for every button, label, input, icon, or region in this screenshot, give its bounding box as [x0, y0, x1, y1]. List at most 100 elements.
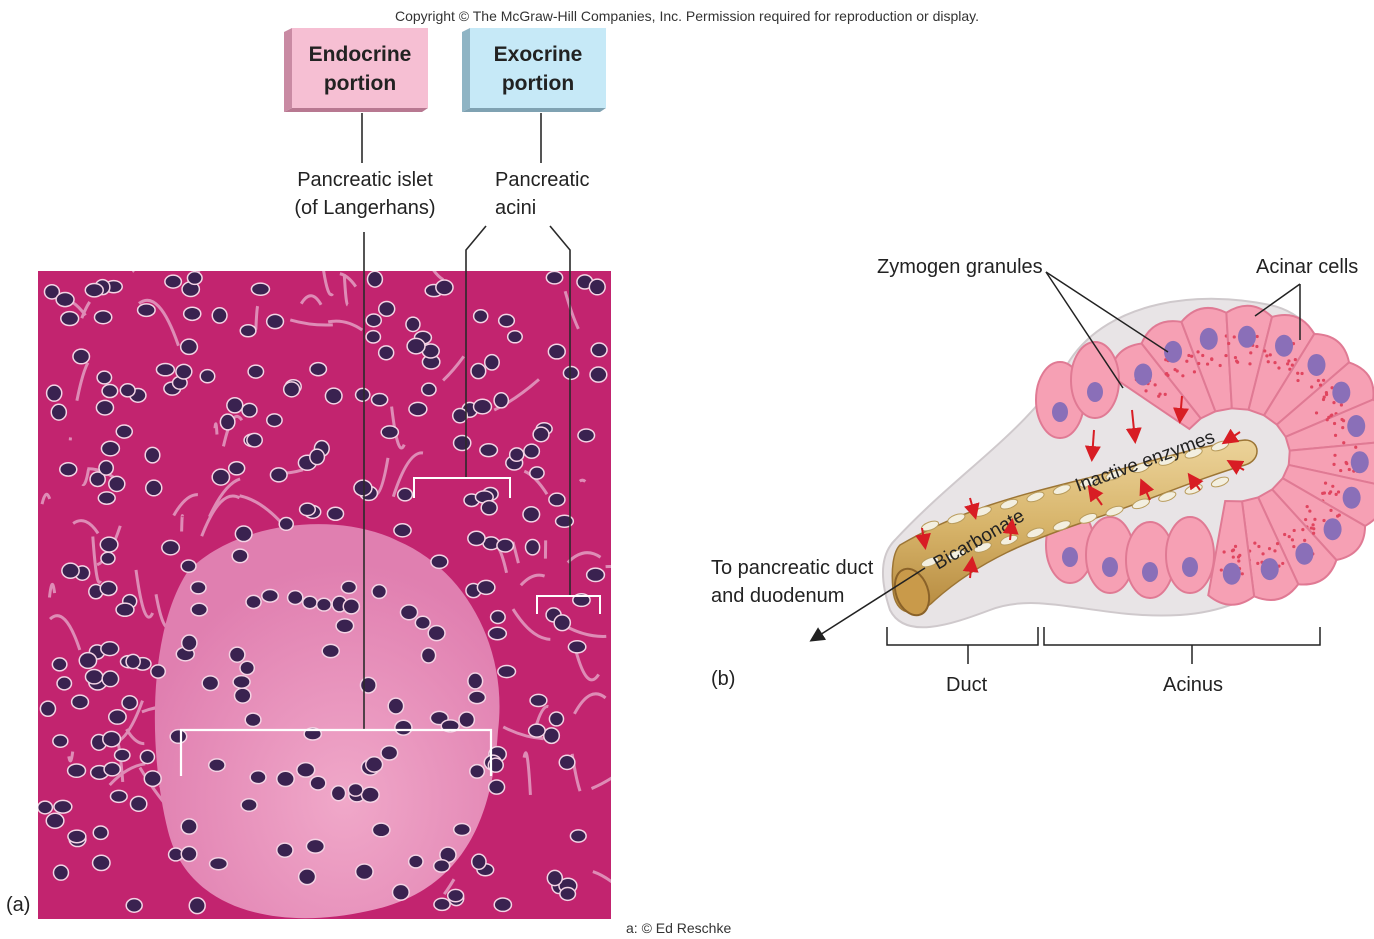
- acinar-nucleus: [1087, 382, 1103, 402]
- acinar-nucleus: [1182, 557, 1198, 577]
- zymogen-granule: [1144, 389, 1147, 392]
- zymogen-granule: [1310, 385, 1313, 388]
- zymogen-granule: [1256, 562, 1259, 565]
- zymogen-granule: [1296, 372, 1299, 375]
- zymogen-granule: [1342, 419, 1345, 422]
- zymogen-granule: [1235, 359, 1238, 362]
- acinar-nucleus: [1307, 354, 1325, 376]
- zymogen-granule: [1241, 572, 1244, 575]
- zymogen-granule: [1154, 383, 1157, 386]
- zymogen-granule: [1276, 542, 1279, 545]
- zymogen-granule: [1190, 355, 1193, 358]
- zymogen-granule: [1292, 545, 1295, 548]
- zymogen-granule: [1248, 362, 1251, 365]
- zymogen-granule: [1263, 349, 1266, 352]
- zymogen-granule: [1344, 461, 1347, 464]
- acinar-nucleus: [1347, 415, 1365, 437]
- zymogen-granule: [1294, 358, 1297, 361]
- zymogen-granule: [1249, 351, 1252, 354]
- acinar-nucleus: [1343, 487, 1361, 509]
- zymogen-granule: [1223, 550, 1226, 553]
- zymogen-granule: [1256, 335, 1259, 338]
- zymogen-granule: [1206, 362, 1209, 365]
- zymogen-granule: [1261, 552, 1264, 555]
- zymogen-granule: [1224, 354, 1227, 357]
- zymogen-granule: [1317, 379, 1320, 382]
- zymogen-granule: [1166, 374, 1169, 377]
- zymogen-granule: [1312, 532, 1315, 535]
- acinar-nucleus: [1351, 451, 1369, 473]
- zymogen-granule: [1322, 379, 1325, 382]
- zymogen-granule: [1333, 454, 1336, 457]
- zymogen-granule: [1342, 441, 1345, 444]
- zymogen-granule: [1332, 463, 1335, 466]
- zymogen-granule: [1255, 345, 1258, 348]
- zymogen-granule: [1269, 353, 1272, 356]
- zymogen-granule: [1333, 422, 1336, 425]
- zymogen-granule: [1233, 335, 1236, 338]
- zymogen-granule: [1293, 529, 1296, 532]
- zymogen-granule: [1238, 554, 1241, 557]
- zymogen-granule: [1335, 493, 1338, 496]
- zymogen-granule: [1273, 361, 1276, 364]
- zymogen-granule: [1313, 518, 1316, 521]
- zymogen-granule: [1257, 545, 1260, 548]
- zymogen-granule: [1286, 362, 1289, 365]
- zymogen-granule: [1219, 364, 1222, 367]
- acinar-nucleus: [1238, 326, 1256, 348]
- zymogen-granule: [1301, 528, 1304, 531]
- zymogen-granule: [1201, 354, 1204, 357]
- zymogen-granule: [1234, 545, 1237, 548]
- zymogen-granule: [1336, 515, 1339, 518]
- acinar-nucleus: [1200, 328, 1218, 350]
- acinar-nucleus: [1261, 558, 1279, 580]
- acinar-nucleus: [1052, 402, 1068, 422]
- zymogen-granule: [1268, 547, 1271, 550]
- zymogen-granule: [1283, 533, 1286, 536]
- zymogen-granule: [1287, 359, 1290, 362]
- zymogen-granule: [1181, 374, 1184, 377]
- zymogen-granule: [1220, 568, 1223, 571]
- acinar-nucleus: [1102, 557, 1118, 577]
- zymogen-granule: [1296, 379, 1299, 382]
- acinar-nucleus: [1275, 335, 1293, 357]
- zymogen-granule: [1348, 468, 1351, 471]
- acinar-nucleus: [1062, 547, 1078, 567]
- zymogen-granule: [1265, 354, 1268, 357]
- zymogen-granule: [1197, 362, 1200, 365]
- zymogen-granule: [1303, 539, 1306, 542]
- acinar-nucleus: [1142, 562, 1158, 582]
- zymogen-granule: [1308, 509, 1311, 512]
- zymogen-granule: [1329, 509, 1332, 512]
- zymogen-granule: [1288, 535, 1291, 538]
- zymogen-granule: [1312, 527, 1315, 530]
- zymogen-granule: [1253, 542, 1256, 545]
- zymogen-granule: [1231, 549, 1234, 552]
- zymogen-granule: [1273, 549, 1276, 552]
- zymogen-granule: [1232, 555, 1235, 558]
- zymogen-granule: [1311, 523, 1314, 526]
- acinar-cell: [1071, 342, 1119, 418]
- zymogen-granule: [1354, 446, 1357, 449]
- zymogen-granule: [1322, 519, 1325, 522]
- acinar-cell: [1166, 517, 1214, 593]
- zymogen-granule: [1277, 366, 1280, 369]
- zymogen-granule: [1319, 383, 1322, 386]
- zymogen-granule: [1315, 411, 1318, 414]
- zymogen-granule: [1324, 482, 1327, 485]
- acinar-nucleus: [1324, 518, 1342, 540]
- zymogen-granule: [1325, 391, 1328, 394]
- zymogen-granule: [1304, 518, 1307, 521]
- zymogen-granule: [1291, 538, 1294, 541]
- zymogen-granule: [1330, 413, 1333, 416]
- zymogen-granule: [1334, 434, 1337, 437]
- zymogen-granule: [1176, 369, 1179, 372]
- zymogen-granule: [1210, 357, 1213, 360]
- zymogen-granule: [1267, 360, 1270, 363]
- zymogen-granule: [1337, 490, 1340, 493]
- zymogen-granule: [1327, 416, 1330, 419]
- acinar-nucleus: [1223, 563, 1241, 585]
- zymogen-granule: [1227, 342, 1230, 345]
- zymogen-granule: [1237, 559, 1240, 562]
